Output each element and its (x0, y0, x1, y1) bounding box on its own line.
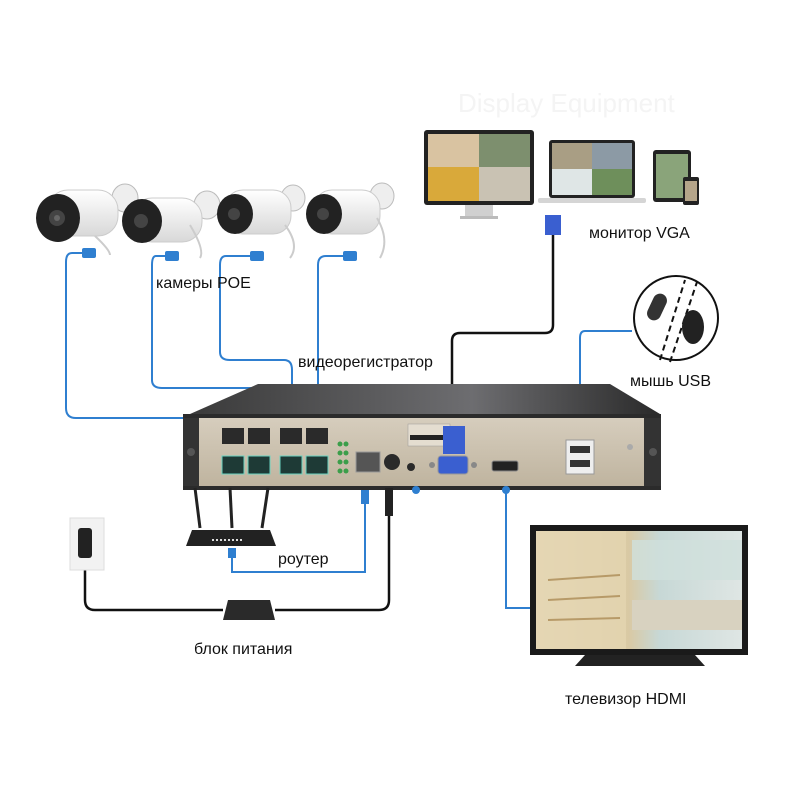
router (186, 487, 276, 546)
wall-socket (69, 517, 105, 571)
power-supply-brick (223, 600, 275, 620)
vga-monitor-label: монитор VGA (589, 225, 690, 242)
rj45-plugs (82, 248, 357, 261)
camera-2 (122, 190, 221, 243)
laptop (538, 140, 646, 203)
usb-cable (579, 330, 632, 440)
wan-cable (228, 490, 369, 573)
nvr-device (183, 384, 661, 490)
usb-mouse-label: мышь USB (630, 373, 712, 390)
camera-pigtails (94, 217, 386, 259)
camera-3 (217, 184, 306, 235)
hdmi-cable (505, 490, 530, 609)
power-supply-label: блок питания (194, 641, 293, 658)
audio-out-dot (412, 486, 420, 494)
hdmi-tv-label: телевизор HDMI (565, 691, 687, 708)
tablet-phone (653, 150, 699, 205)
hdmi-tv (530, 525, 748, 666)
camera-1 (36, 183, 139, 242)
watermark-text: Display Equipment (458, 88, 675, 118)
desktop-monitor (424, 130, 534, 219)
cameras-label: камеры POE (156, 275, 251, 292)
nvr-label: видеорегистратор (298, 354, 433, 371)
usb-mouse-illustration (633, 275, 719, 363)
vga-cable (450, 215, 561, 425)
router-label: роутер (278, 551, 329, 568)
power-cable (83, 488, 393, 612)
camera-4 (306, 182, 395, 235)
